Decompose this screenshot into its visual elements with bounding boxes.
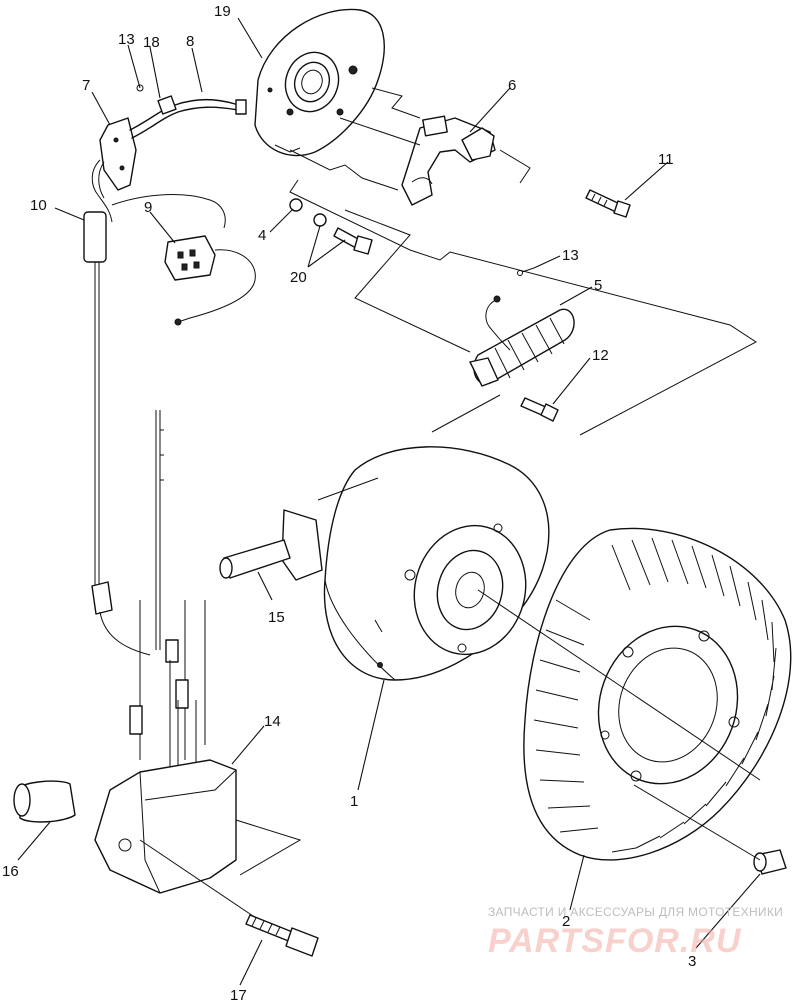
callout-2: 2 xyxy=(562,913,570,930)
callout-13-harness: 13 xyxy=(118,31,135,48)
callout-10: 10 xyxy=(30,197,47,214)
watermark-caption: ЗАПЧАСТИ И АКСЕССУАРЫ ДЛЯ МОТОТЕХНИКИ xyxy=(488,905,783,919)
watermark: ЗАПЧАСТИ И АКСЕССУАРЫ ДЛЯ МОТОТЕХНИКИ PA… xyxy=(488,905,783,960)
cap-16 xyxy=(13,780,76,823)
bolt-17 xyxy=(245,914,319,957)
cdi-box xyxy=(94,759,302,894)
callout-1: 1 xyxy=(350,793,358,810)
watermark-site: PARTSFOR.RU xyxy=(488,922,742,960)
bolt-11 xyxy=(585,189,631,218)
callout-15: 15 xyxy=(268,609,285,626)
bolt-12 xyxy=(520,397,559,422)
pickup-bracket xyxy=(401,115,496,206)
stator-plate xyxy=(254,8,385,157)
flywheel-rotor xyxy=(323,446,550,681)
callout-13-coil: 13 xyxy=(562,247,579,264)
washers-and-bolt xyxy=(289,198,373,255)
leader-lines xyxy=(17,17,761,986)
callout-5: 5 xyxy=(594,277,602,294)
callout-14: 14 xyxy=(264,713,281,730)
connector-9 xyxy=(164,235,256,326)
wire-harness xyxy=(91,84,247,229)
callout-19: 19 xyxy=(214,3,231,20)
callout-18: 18 xyxy=(143,34,160,51)
callout-4: 4 xyxy=(258,227,266,244)
callout-11: 11 xyxy=(658,151,674,168)
lighting-coil xyxy=(469,295,575,387)
callout-7: 7 xyxy=(82,77,90,94)
bolt-3 xyxy=(753,849,787,875)
callout-17: 17 xyxy=(230,987,247,1003)
callout-8: 8 xyxy=(186,33,194,50)
callout-numbers: 13 18 8 19 7 6 10 9 11 4 20 13 5 12 15 1… xyxy=(2,3,696,1004)
assembly-guide-lines xyxy=(139,87,761,919)
callout-20: 20 xyxy=(290,269,307,286)
callout-6: 6 xyxy=(508,77,516,94)
callout-16: 16 xyxy=(2,863,19,880)
cooling-fan xyxy=(523,527,792,861)
cdi-wires xyxy=(83,211,206,780)
callout-3: 3 xyxy=(688,953,696,970)
spark-plug-cap xyxy=(219,509,323,581)
callout-9: 9 xyxy=(144,199,152,216)
callout-12: 12 xyxy=(592,347,609,364)
